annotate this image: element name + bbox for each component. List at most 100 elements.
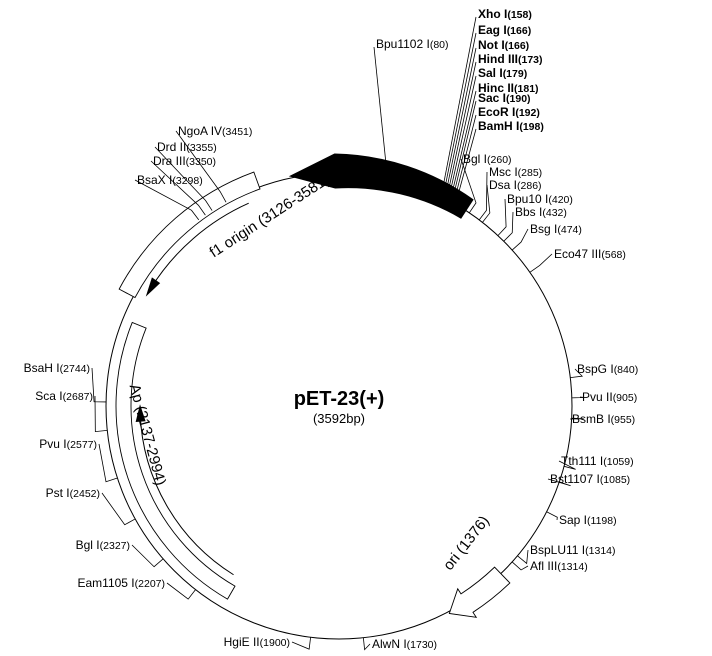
- site-name: Pvu II: [582, 390, 613, 404]
- site-name: Not I: [478, 38, 505, 52]
- feature-ap-direction-line: [139, 412, 234, 576]
- site-name: Pvu I: [39, 437, 66, 451]
- site-name: Pst I: [46, 486, 70, 500]
- site-name: Sal I: [478, 66, 503, 80]
- site-label: BspLU11 I(1314): [530, 543, 616, 557]
- site-label: BspG I(840): [577, 362, 638, 376]
- site-label: Afl III(1314): [530, 559, 588, 573]
- site-name: BsaH I: [24, 361, 60, 375]
- site-label: BsaH I(2744): [24, 361, 90, 375]
- site-tick: [497, 198, 507, 236]
- site-name: Sap I: [559, 513, 587, 527]
- site-tick: [570, 368, 584, 379]
- features-layer: f1 origin (3126-3581)Ap (2137-2994)ori (…: [115, 153, 511, 618]
- site-name: NgoA IV: [178, 124, 222, 138]
- feature-ori-label: ori (1376): [440, 513, 493, 574]
- mcs-promoter-arrow: [288, 153, 474, 219]
- site-name: BspG I: [577, 362, 614, 376]
- site-label: BsmB I(955): [572, 412, 635, 426]
- feature-f1-arrowhead: [145, 277, 161, 297]
- site-position: (3298): [172, 175, 202, 187]
- site-position: (192): [515, 107, 540, 119]
- site-tick: [503, 211, 514, 242]
- site-tick: [447, 75, 477, 201]
- site-label: Bgl I(260): [463, 152, 512, 166]
- site-position: (474): [557, 224, 582, 236]
- site-name: Hinc II: [478, 81, 514, 95]
- site-tick: [175, 130, 227, 203]
- site-name: AlwN I: [372, 637, 407, 651]
- site-position: (190): [506, 93, 531, 105]
- site-tick: [131, 544, 164, 568]
- feature-f1-box: [118, 171, 261, 299]
- site-name: EcoR I: [478, 105, 515, 119]
- site-ticks-layer: [91, 16, 584, 651]
- site-position: (2327): [100, 540, 130, 552]
- site-label: Sap I(1198): [559, 513, 617, 527]
- site-position: (955): [611, 414, 636, 426]
- site-position: (1198): [587, 515, 617, 527]
- site-tick: [150, 160, 206, 216]
- site-label: Hind III(173): [478, 52, 543, 66]
- site-name: Eag I: [478, 23, 507, 37]
- site-name: Eco47 III: [554, 247, 601, 261]
- site-name: Bgl I: [76, 538, 100, 552]
- site-label: Sca I(2687): [35, 389, 93, 403]
- site-name: Bpu10 I: [507, 192, 548, 206]
- site-tick: [547, 478, 571, 487]
- site-position: (285): [518, 167, 543, 179]
- site-position: (1314): [585, 545, 615, 557]
- site-position: (1059): [603, 456, 633, 468]
- site-tick: [362, 637, 371, 651]
- site-tick: [442, 32, 477, 198]
- site-label: Sal I(179): [478, 66, 527, 80]
- site-name: Afl III: [530, 559, 557, 573]
- site-position: (198): [519, 121, 544, 133]
- site-name: Msc I: [489, 165, 518, 179]
- site-tick: [98, 443, 118, 483]
- site-tick: [455, 128, 477, 205]
- site-name: BspLU11 I: [530, 543, 585, 557]
- site-tick: [511, 561, 529, 571]
- site-name: Bgl I: [463, 152, 487, 166]
- site-tick: [453, 114, 477, 204]
- site-label: Bpu1102 I(80): [376, 37, 449, 51]
- site-label: Pvu II(905): [582, 390, 637, 404]
- site-name: Bbs I: [515, 205, 542, 219]
- feature-f1: f1 origin (3126-3581): [118, 171, 333, 299]
- site-label: Dsa I(286): [489, 178, 542, 192]
- site-label: Eco47 III(568): [554, 247, 626, 261]
- site-position: (80): [430, 39, 449, 51]
- site-tick: [478, 171, 488, 221]
- site-tick: [460, 158, 477, 214]
- site-position: (1085): [600, 474, 630, 486]
- site-position: (179): [503, 68, 528, 80]
- site-tick: [373, 46, 388, 179]
- site-name: Bst1107 I: [550, 472, 600, 486]
- site-label: Bsg I(474): [530, 222, 582, 236]
- site-position: (2744): [60, 363, 90, 375]
- site-tick: [91, 367, 107, 403]
- site-label: Bst1107 I(1085): [550, 472, 630, 486]
- site-name: HgiE II: [224, 635, 260, 649]
- site-tick: [101, 492, 136, 526]
- site-position: (840): [614, 364, 639, 376]
- site-name: Dsa I: [489, 178, 517, 192]
- site-tick: [569, 417, 584, 420]
- site-label: Not I(166): [478, 38, 529, 52]
- site-label: Dra III(3350): [153, 154, 216, 168]
- site-label: NgoA IV(3451): [178, 124, 252, 138]
- site-name: Sac I: [478, 91, 506, 105]
- site-position: (1730): [407, 639, 437, 651]
- feature-ori-box: [448, 566, 511, 618]
- plasmid-name: pET-23(+): [294, 388, 385, 410]
- plasmid-size: (3592bp): [313, 411, 365, 426]
- site-tick: [166, 582, 196, 600]
- site-label: Bgl I(2327): [76, 538, 130, 552]
- site-position: (2207): [135, 578, 165, 590]
- site-label: Bpu10 I(420): [507, 192, 573, 206]
- site-tick: [511, 228, 529, 251]
- site-position: (432): [542, 207, 567, 219]
- feature-ori: ori (1376): [440, 513, 511, 618]
- site-tick: [558, 460, 576, 470]
